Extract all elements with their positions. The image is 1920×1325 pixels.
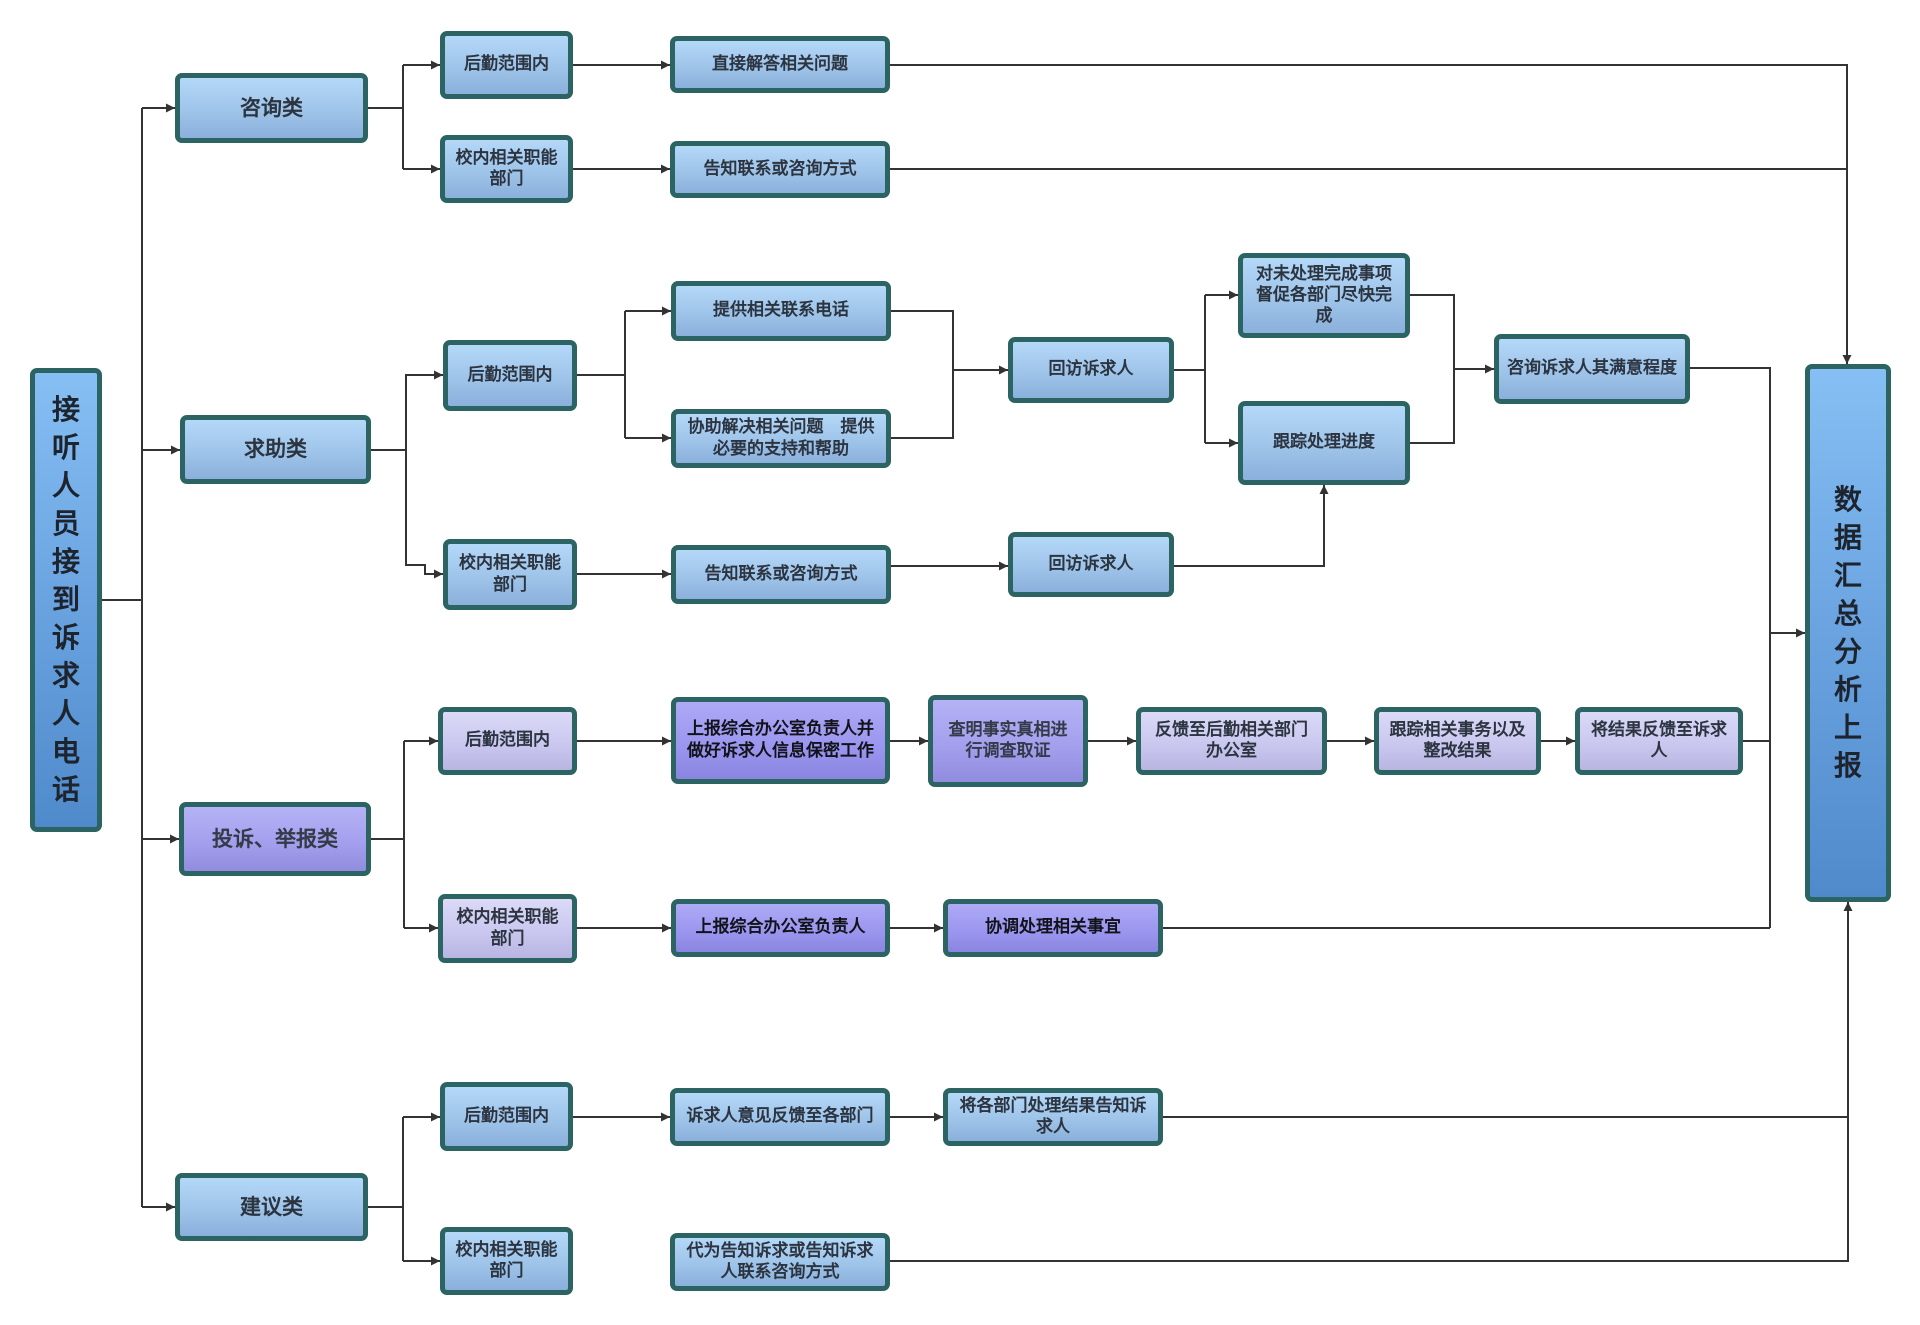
help-track-node[interactable]: 跟踪处理进度 — [1238, 401, 1410, 485]
vertical-char: 总 — [1833, 596, 1862, 630]
revisit2-to-track — [1174, 485, 1329, 567]
help-dept-node[interactable]: 校内相关职能部门 — [443, 539, 577, 610]
connector — [371, 370, 443, 451]
vertical-char: 到 — [51, 582, 80, 616]
category-consult[interactable]: 咨询类 — [175, 73, 368, 143]
vertical-char: 数 — [1833, 482, 1862, 516]
help-provide-phone-node[interactable]: 提供相关联系电话 — [671, 281, 891, 341]
consult-answer-node[interactable]: 直接解答相关问题 — [670, 36, 890, 93]
vertical-char: 析 — [1833, 673, 1862, 707]
complaint-report-node[interactable]: 上报综合办公室负责人 — [671, 899, 890, 957]
connector — [405, 450, 443, 579]
vertical-char: 话 — [51, 773, 80, 807]
consult-inform-node[interactable]: 告知联系或咨询方式 — [670, 141, 890, 198]
suggest-dept-node[interactable]: 校内相关职能部门 — [440, 1227, 573, 1295]
suggest-logistics-node[interactable]: 后勤范围内 — [440, 1082, 573, 1151]
help-revisit-node-1[interactable]: 回访诉求人 — [1008, 337, 1174, 403]
category-complaint[interactable]: 投诉、举报类 — [179, 802, 371, 876]
help-inform-node[interactable]: 告知联系或咨询方式 — [671, 545, 891, 604]
help-urge-node[interactable]: 对未处理完成事项督促各部门尽快完成 — [1238, 253, 1410, 338]
connector — [1410, 294, 1455, 444]
vertical-char: 听 — [51, 430, 80, 464]
complaint-feedback-office-node[interactable]: 反馈至后勤相关部门办公室 — [1136, 707, 1327, 775]
vertical-char: 人 — [51, 468, 80, 502]
complaint-logistics-node[interactable]: 后勤范围内 — [438, 707, 577, 775]
collector-line — [1690, 367, 1771, 928]
vertical-char: 诉 — [51, 621, 80, 655]
complaint-investigate-node[interactable]: 查明事实真相进行调查取证 — [928, 695, 1088, 787]
vertical-char: 接 — [51, 544, 80, 578]
category-suggest[interactable]: 建议类 — [175, 1173, 368, 1241]
complaint-dept-node[interactable]: 校内相关职能部门 — [438, 894, 577, 963]
complaint-feedback-result-node[interactable]: 将结果反馈至诉求人 — [1575, 707, 1743, 775]
start-node-receive-call[interactable]: 接听人员接到诉求人电话 — [30, 368, 102, 832]
vertical-char: 据 — [1833, 520, 1862, 554]
consult-logistics-node[interactable]: 后勤范围内 — [440, 31, 573, 99]
suggest-feedback-depts-node[interactable]: 诉求人意见反馈至各部门 — [670, 1088, 890, 1146]
vertical-char: 报 — [1833, 749, 1862, 783]
vertical-char: 求 — [51, 659, 80, 693]
help-satisfaction-node[interactable]: 咨询诉求人其满意程度 — [1494, 334, 1690, 404]
vertical-char: 接 — [51, 392, 80, 426]
vertical-char: 人 — [51, 697, 80, 731]
suggest-inform-result-node[interactable]: 将各部门处理结果告知诉求人 — [943, 1088, 1163, 1146]
help-revisit-node-2[interactable]: 回访诉求人 — [1008, 532, 1174, 597]
help-logistics-node[interactable]: 后勤范围内 — [443, 340, 577, 411]
complaint-coordinate-node[interactable]: 协调处理相关事宜 — [943, 899, 1163, 957]
connector — [891, 310, 954, 439]
complaint-track-rectify-node[interactable]: 跟踪相关事务以及整改结果 — [1374, 707, 1541, 775]
vertical-char: 员 — [51, 506, 80, 540]
suggest-relay-node[interactable]: 代为告知诉求或告知诉求人联系咨询方式 — [670, 1233, 890, 1291]
vertical-char: 分 — [1833, 635, 1862, 668]
vertical-char: 电 — [51, 735, 80, 769]
complaint-report-confidential-node[interactable]: 上报综合办公室负责人并做好诉求人信息保密工作 — [671, 697, 890, 784]
vertical-char: 汇 — [1833, 558, 1862, 592]
end-node-data-summary[interactable]: 数据汇总分析上报 — [1805, 364, 1891, 902]
category-help[interactable]: 求助类 — [180, 415, 371, 484]
consult-dept-node[interactable]: 校内相关职能部门 — [440, 135, 573, 203]
help-assist-node[interactable]: 协助解决相关问题 提供必要的支持和帮助 — [671, 409, 891, 468]
vertical-char: 上 — [1833, 711, 1862, 745]
